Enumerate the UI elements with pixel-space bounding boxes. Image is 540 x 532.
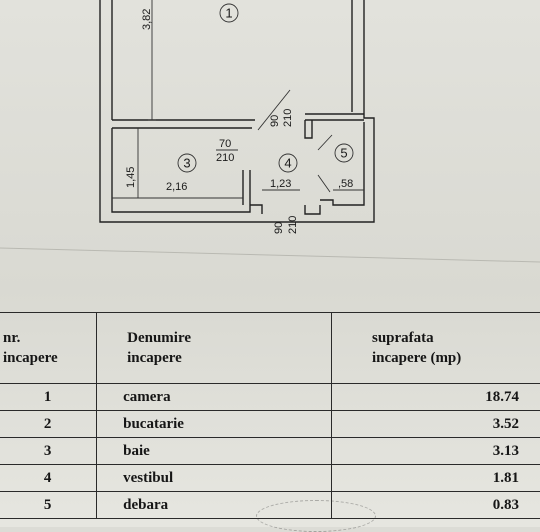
room3-walls (111, 128, 251, 213)
dim-label-room4-width: 1,23 (270, 178, 291, 190)
cell-area: 1.81 (330, 464, 540, 492)
cell-area: 18.74 (330, 383, 540, 411)
room-badge-5: 5 (334, 143, 354, 163)
dim-line-room3 (112, 128, 243, 199)
dim-label-room5-width: ,58 (338, 178, 353, 190)
floor-plan: 1 3 4 5 3,82 1,45 2,16 1,23 ,58 90 210 7… (0, 0, 540, 263)
dim-line-room1 (148, 0, 156, 121)
stamp-mark (256, 500, 376, 532)
room-badge-1: 1 (219, 3, 239, 23)
page-divider (0, 247, 540, 263)
cell-nr: 3 (0, 437, 98, 465)
partition-wall (112, 113, 364, 129)
table-row: 3 baie 3.13 (0, 437, 540, 465)
door-swing-top (257, 89, 291, 131)
cell-nr: 5 (0, 491, 98, 519)
bottom-door-jamb (250, 204, 321, 215)
dim-label-door-bottom-w: 90 (273, 222, 285, 234)
col-header-area: suprafata incapere (mp) (330, 312, 540, 384)
cell-area: 3.52 (330, 410, 540, 438)
room-badge-4: 4 (278, 153, 298, 173)
dim-label-room1-height: 3,82 (141, 9, 153, 30)
cell-name: baie (96, 437, 332, 465)
svg-text:3: 3 (183, 156, 190, 171)
dim-label-door-top-h: 210 (282, 109, 294, 127)
dim-label-room3-height: 1,45 (125, 167, 137, 188)
cell-name: camera (96, 383, 332, 411)
cell-nr: 1 (0, 383, 98, 411)
col-header-nr: nr. incapere (0, 312, 98, 384)
dim-label-door-mid-h: 210 (216, 152, 234, 164)
outer-wall-inner-line (111, 0, 353, 120)
room5-walls (304, 120, 365, 206)
cell-nr: 2 (0, 410, 98, 438)
cell-name: bucatarie (96, 410, 332, 438)
outer-wall (99, 0, 375, 223)
cell-nr: 4 (0, 464, 98, 492)
table-row: 4 vestibul 1.81 (0, 464, 540, 492)
svg-text:5: 5 (340, 146, 347, 161)
cell-area: 3.13 (330, 437, 540, 465)
room-badge-3: 3 (177, 153, 197, 173)
dim-label-room3-width: 2,16 (166, 181, 187, 193)
dim-label-door-mid-w: 70 (219, 138, 231, 150)
cell-name: vestibul (96, 464, 332, 492)
svg-text:4: 4 (284, 156, 291, 171)
door-swing-room5 (317, 134, 333, 193)
table-row: 2 bucatarie 3.52 (0, 410, 540, 438)
table-row: 1 camera 18.74 (0, 383, 540, 411)
dim-label-door-top-w: 90 (269, 115, 281, 127)
room-area-table: nr. incapere Denumire incapere suprafata… (0, 312, 540, 519)
dim-label-door-bottom-h: 210 (287, 216, 299, 234)
svg-text:1: 1 (225, 6, 232, 21)
table-header-row: nr. incapere Denumire incapere suprafata… (0, 312, 540, 384)
col-header-name: Denumire incapere (96, 312, 332, 384)
